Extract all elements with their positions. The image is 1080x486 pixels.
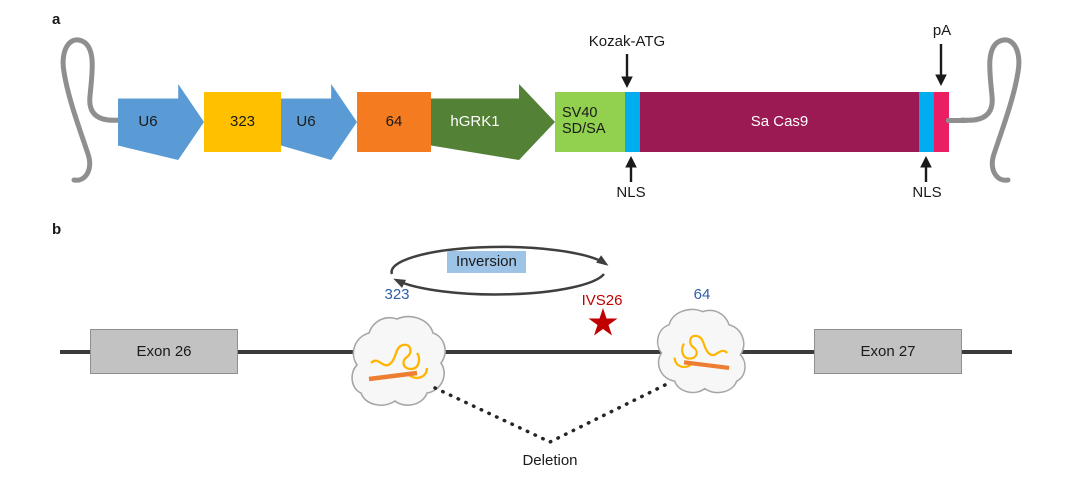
genomic-dna-line xyxy=(60,350,1012,354)
itr-loop-right-icon xyxy=(960,37,1022,183)
u6-promoter-1-label: U6 xyxy=(138,112,158,130)
kozak-down-arrow-icon xyxy=(621,54,633,88)
nls-stripe-right xyxy=(919,92,934,152)
sv40-sdsa-box: SV40 SD/SA xyxy=(555,92,625,152)
u6-promoter-2-label: U6 xyxy=(296,112,316,130)
nls-left-label: NLS xyxy=(616,184,646,201)
sa-cas9-box: Sa Cas9 xyxy=(640,92,919,152)
nls-right-label: NLS xyxy=(912,184,942,201)
guide-323-label: 323 xyxy=(229,112,256,130)
ivs26-star-icon xyxy=(588,308,618,336)
sa-cas9-label: Sa Cas9 xyxy=(750,112,809,130)
u6-promoter-arrow-2: U6 xyxy=(281,84,357,160)
cas9-protein-right-icon xyxy=(656,308,746,394)
nls-stripe-left xyxy=(625,92,640,152)
sv40-line2: SD/SA xyxy=(562,121,606,137)
hgrk1-label: hGRK1 xyxy=(450,112,500,130)
deletion-label: Deletion xyxy=(522,452,578,469)
guide-64-box: 64 xyxy=(357,92,431,152)
exon-27-box: Exon 27 xyxy=(814,329,962,374)
ivs26-label: IVS26 xyxy=(581,292,623,309)
backbone-line-right xyxy=(946,118,968,123)
polya-down-arrow-icon xyxy=(935,44,947,86)
guide-323-box: 323 xyxy=(204,92,281,152)
panel-a-letter: a xyxy=(52,11,61,28)
polya-stripe xyxy=(934,92,949,152)
inversion-label: Inversion xyxy=(447,251,526,273)
nls-left-up-arrow-icon xyxy=(625,156,637,182)
exon-26-box: Exon 26 xyxy=(90,329,238,374)
panel-b-letter: b xyxy=(52,221,62,238)
deletion-dotted-lines xyxy=(433,383,667,444)
sv40-line1: SV40 xyxy=(562,105,598,122)
kozak-atg-label: Kozak-ATG xyxy=(588,33,666,50)
itr-loop-left-icon xyxy=(60,37,122,183)
cas9-protein-left-icon xyxy=(351,315,446,406)
inversion-circular-arrow-icon xyxy=(390,245,609,296)
guide-left-label: 323 xyxy=(384,286,410,303)
u6-promoter-arrow-1: U6 xyxy=(118,84,204,160)
exon-27-label: Exon 27 xyxy=(860,343,916,360)
nls-right-up-arrow-icon xyxy=(920,156,932,182)
guide-right-label: 64 xyxy=(693,286,711,303)
hgrk1-promoter-arrow: hGRK1 xyxy=(431,84,555,160)
polya-label: pA xyxy=(932,22,952,39)
exon-26-label: Exon 26 xyxy=(136,343,192,360)
guide-64-label: 64 xyxy=(385,112,403,130)
